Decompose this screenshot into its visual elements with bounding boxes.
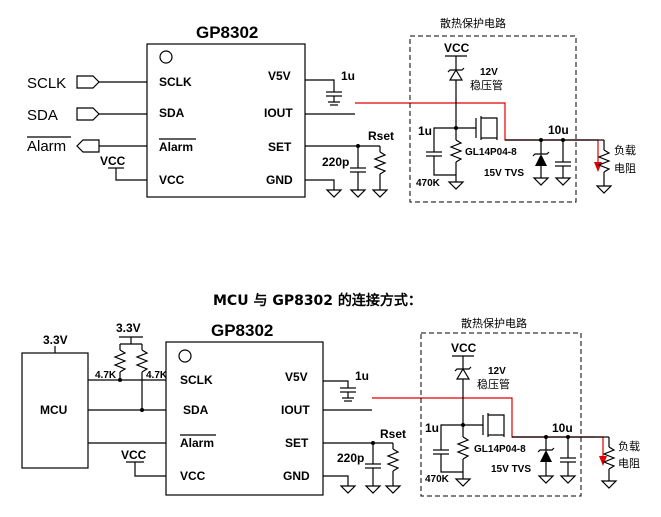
top-pin-sda: SDA [159,106,185,120]
bottom-zener-name: 稳压管 [477,377,510,391]
pullup-r2-label: 4.7K [146,370,168,381]
bottom-protection-vcc: VCC [451,341,477,355]
top-gnd-symbols [325,189,389,198]
top-chip-title: GP8302 [196,23,258,42]
bottom-rset-resistor [386,448,400,472]
top-protection-vcc: VCC [444,41,470,55]
mcu-supply-label: 3.3V [43,333,68,347]
bottom-chip-title: GP8302 [211,321,273,340]
top-tvs-diode [535,154,547,166]
bottom-protection-title: 散热保护电路 [461,316,527,330]
bottom-load-label-2: 电阻 [618,457,640,470]
bottom-pin-v5v: V5V [285,370,308,384]
bottom-cap-v5v-label: 1u [355,369,369,383]
top-signal-sda: SDA [27,107,58,124]
bottom-chip-pin1-mark [178,349,192,363]
top-alarm-connector [76,139,100,153]
pullup-supply-label: 3.3V [116,321,141,335]
top-tvs-label: 15V TVS [484,168,524,179]
bottom-res-470k [456,436,470,460]
top-res-470k [449,139,463,163]
pullup-resistor-2 [135,349,149,373]
bottom-circuit: MCU 3.3V 3.3V 4.7K 4.7K GP8302 SCLK SDA … [21,316,640,497]
bottom-res-470k-label: 470K [425,474,450,485]
bottom-pin-set: SET [285,436,309,450]
top-pin-iout: IOUT [264,106,293,120]
bottom-cap-10u-label: 10u [552,421,573,435]
top-pin-alarm: Alarm [159,140,193,154]
mcu-block [21,352,89,469]
top-chip-pin1-mark [159,50,173,64]
top-pin-gnd: GND [266,173,293,187]
top-load-label-1: 负载 [614,143,636,157]
top-zener-name: 稳压管 [470,78,503,92]
bottom-pin-sda: SDA [183,403,209,417]
top-mosfet-label: GL14P04-8 [465,147,517,158]
top-load-resistor [597,149,611,173]
top-pin-vcc: VCC [159,173,185,187]
bottom-load-resistor [602,446,616,470]
top-zener-diode [448,68,464,81]
section-heading: MCU 与 GP8302 的连接方式： [213,292,422,309]
top-signal-alarm: Alarm [27,138,66,155]
bottom-cap-set-label: 220p [337,451,364,465]
top-chip-body [146,43,306,198]
bottom-pin-vcc: VCC [180,469,206,483]
top-pin-v5v: V5V [268,69,291,83]
mcu-label: MCU [40,403,67,417]
bottom-mosfet-label: GL14P04-8 [474,444,526,455]
top-load-label-2: 电阻 [614,162,636,175]
pullup-r1-label: 4.7K [95,370,117,381]
bottom-chip-body [165,341,324,496]
top-rset-label: Rset [368,129,394,143]
top-zener-voltage: 12V [480,67,498,78]
bottom-pin-gnd: GND [283,469,310,483]
top-vcc-label: VCC [100,154,126,168]
bottom-vcc-label: VCC [121,448,147,462]
top-circuit: GP8302 SCLK SDA Alarm VCC V5V IOUT SET G… [27,16,636,203]
bottom-rset-label: Rset [380,427,406,441]
pullup-resistor-1 [113,349,127,373]
top-protection-title: 散热保护电路 [440,16,506,30]
bottom-gnd-symbols [339,485,402,494]
top-cap-set-label: 220p [322,155,349,169]
top-sclk-connector [76,75,100,89]
bottom-tvs-label: 15V TVS [491,464,531,475]
top-cap-10u-label: 10u [548,123,569,137]
bottom-pin-iout: IOUT [281,403,310,417]
top-res-470k-label: 470K [416,178,441,189]
bottom-load-label-1: 负载 [618,439,640,453]
bottom-pin-sclk: SCLK [180,373,213,387]
bottom-pin-alarm: Alarm [180,436,214,450]
top-protection-box [409,35,577,203]
bottom-zener-diode [455,367,471,380]
top-signal-sclk: SCLK [27,75,66,92]
top-cap-v5v-label: 1u [341,69,355,83]
top-pin-sclk: SCLK [159,75,192,89]
bottom-tvs-diode [540,450,552,462]
top-cap-1u-label: 1u [418,124,432,138]
bottom-zener-voltage: 12V [488,366,506,377]
bottom-cap-1u-label: 1u [425,421,439,435]
top-pin-set: SET [268,140,292,154]
top-rset-resistor [373,151,387,175]
top-sda-connector [76,107,100,121]
bottom-protection-box [420,332,582,497]
